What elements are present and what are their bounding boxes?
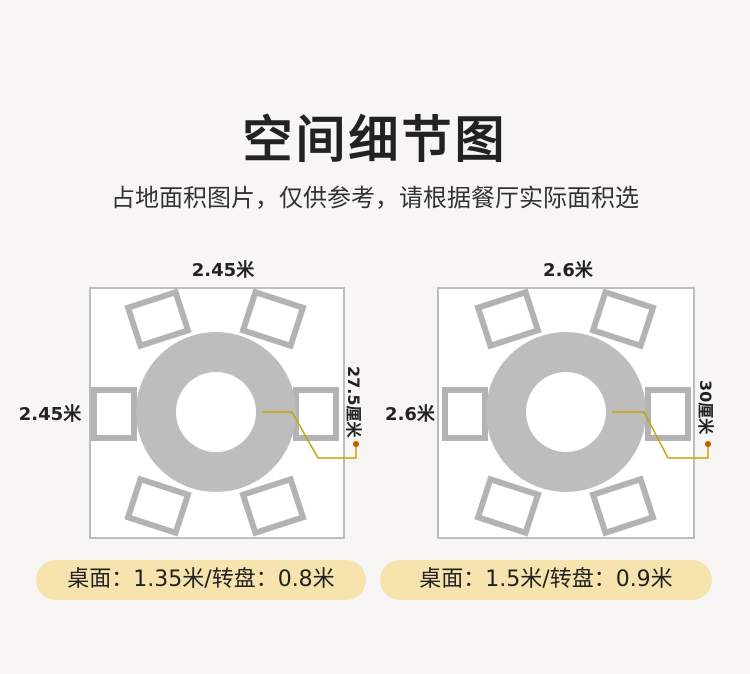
chair bbox=[124, 288, 192, 350]
chair bbox=[589, 288, 657, 350]
room-outline bbox=[89, 287, 345, 539]
chair-gap-label: 27.5厘米 bbox=[344, 366, 363, 438]
layout-caption: 桌面：1.5米/转盘：0.9米 bbox=[380, 560, 712, 600]
layout-caption: 桌面：1.35米/转盘：0.8米 bbox=[36, 560, 366, 600]
page-title: 空间细节图 bbox=[242, 111, 508, 169]
chair bbox=[293, 387, 339, 441]
page-subtitle: 占地面积图片，仅供参考，请根据餐厅实际面积选 bbox=[111, 184, 639, 212]
chair bbox=[91, 387, 137, 441]
measure-leader-line bbox=[262, 411, 357, 459]
chair-group bbox=[442, 288, 691, 537]
measure-leader-line bbox=[612, 411, 709, 459]
chair bbox=[589, 475, 657, 537]
side-dimension-label: 2.6米 bbox=[385, 403, 436, 425]
chair-group bbox=[91, 288, 339, 537]
top-dimension-label: 2.45米 bbox=[192, 259, 255, 281]
chair bbox=[239, 288, 307, 350]
chair bbox=[474, 288, 542, 350]
top-dimension-label: 2.6米 bbox=[543, 259, 594, 281]
chair-gap-label: 30厘米 bbox=[696, 380, 715, 435]
chair bbox=[124, 475, 192, 537]
side-dimension-label: 2.45米 bbox=[19, 403, 82, 425]
room-outline bbox=[437, 287, 695, 539]
chair bbox=[645, 387, 691, 441]
chair bbox=[474, 475, 542, 537]
measure-dot bbox=[353, 441, 359, 447]
chair bbox=[239, 475, 307, 537]
measure-dot bbox=[705, 441, 711, 447]
chair bbox=[442, 387, 488, 441]
